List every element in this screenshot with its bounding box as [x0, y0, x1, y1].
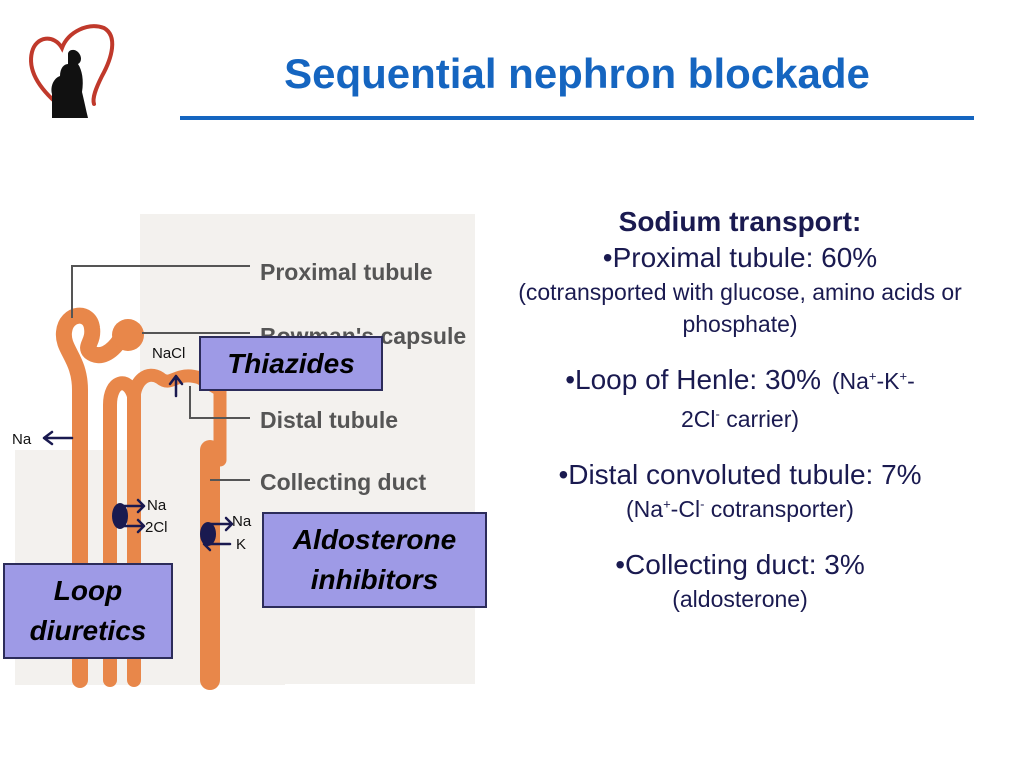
- label-distal-tubule: Distal tubule: [260, 407, 398, 433]
- label-proximal-tubule: Proximal tubule: [260, 259, 433, 285]
- title-underline: [180, 116, 974, 120]
- proximal-tubule-item: •Proximal tubule: 60% (cotransported wit…: [500, 240, 980, 340]
- ion-label-collect-na: Na: [232, 513, 252, 530]
- ion-label-nacl: NaCl: [152, 345, 185, 362]
- aldosterone-inhibitors-box: Aldosterone inhibitors: [262, 512, 487, 608]
- ion-arrows: [42, 374, 234, 552]
- loop-of-henle-sub: 2Cl- carrier): [680, 406, 800, 432]
- pointer-proximal: [71, 265, 250, 318]
- thiazides-box: Thiazides: [199, 336, 383, 391]
- thiazides-label: Thiazides: [227, 348, 355, 379]
- collecting-transporter-icon: [200, 522, 216, 546]
- proximal-tubule-shape: [55, 307, 128, 688]
- dog-silhouette: [51, 49, 88, 119]
- arrow-collect-na: [208, 516, 234, 532]
- sodium-transport-heading: Sodium transport:: [618, 206, 862, 237]
- loop-of-henle-main: •Loop of Henle: 30%: [565, 364, 821, 395]
- distal-tubule-item: •Distal convoluted tubule: 7% (Na+-Cl- c…: [500, 457, 980, 525]
- slide-title: Sequential nephron blockade: [284, 50, 870, 97]
- loop-of-henle-carrier: (Na+-K+-: [831, 368, 915, 394]
- aldosterone-label-line2: inhibitors: [310, 564, 439, 595]
- pointer-distal: [189, 386, 250, 419]
- bowmans-capsule-shape: [112, 319, 144, 351]
- collecting-duct-item: •Collecting duct: 3% (aldosterone): [500, 547, 980, 615]
- loop-label-line2: diuretics: [29, 615, 147, 646]
- distal-tubule-main: •Distal convoluted tubule: 7%: [558, 459, 922, 490]
- sodium-transport-panel: Sodium transport: •Proximal tubule: 60% …: [500, 206, 980, 615]
- heart-outline: [29, 24, 115, 108]
- heart-dog-logo: [29, 24, 115, 119]
- pointer-lines: [71, 265, 250, 481]
- ion-label-na-left: Na: [12, 431, 32, 448]
- proximal-tubule-main: •Proximal tubule: 60%: [602, 242, 878, 273]
- loop-diuretics-box: Loop diuretics: [3, 563, 173, 659]
- ion-label-loop-na: Na: [147, 497, 167, 514]
- proximal-tubule-sub: (cotransported with glucose, amino acids…: [518, 279, 962, 337]
- loop-of-henle-item: •Loop of Henle: 30% (Na+-K+- 2Cl- carrie…: [500, 362, 980, 435]
- collecting-duct-sub: (aldosterone): [672, 586, 808, 612]
- collecting-duct-main: •Collecting duct: 3%: [615, 549, 865, 580]
- arrow-nacl-up: [168, 374, 184, 398]
- ion-label-loop-2cl: 2Cl: [145, 519, 168, 536]
- loop-label-line1: Loop: [53, 575, 123, 606]
- distal-tubule-shape: [127, 368, 227, 467]
- ion-label-collect-k: K: [236, 536, 246, 553]
- loop-transporter-icon: [112, 503, 128, 529]
- arrow-na-left: [42, 430, 74, 446]
- aldosterone-label-line1: Aldosterone: [292, 524, 457, 555]
- label-collecting-duct: Collecting duct: [260, 469, 426, 495]
- distal-tubule-sub: (Na+-Cl- cotransporter): [626, 496, 854, 522]
- tubules: [55, 307, 227, 690]
